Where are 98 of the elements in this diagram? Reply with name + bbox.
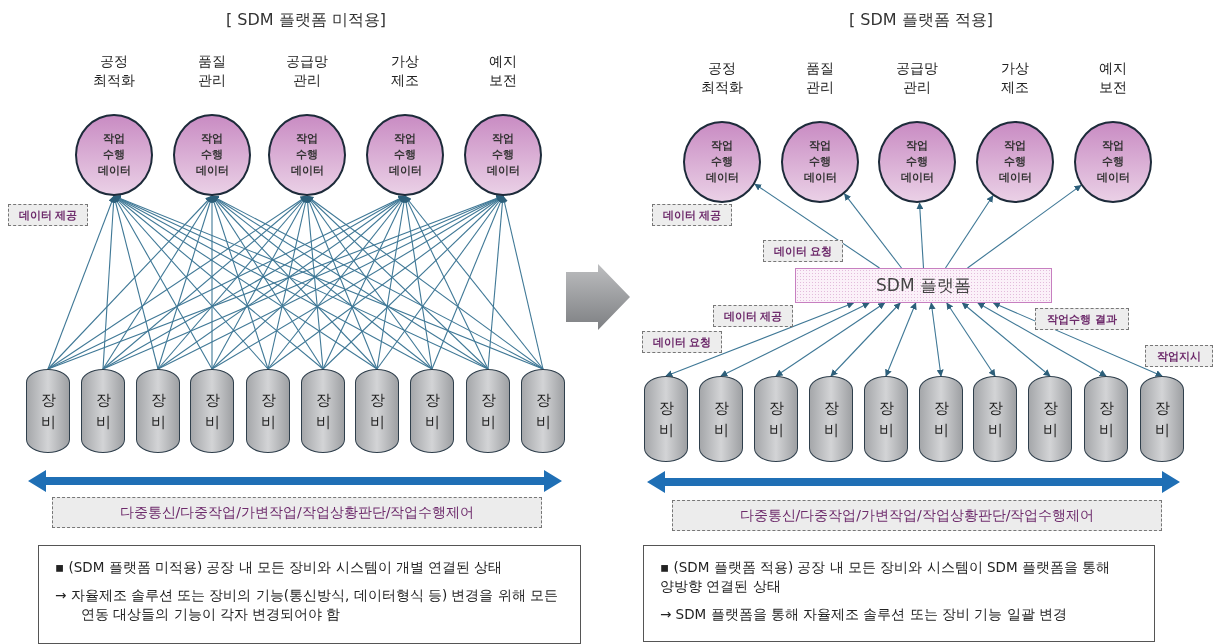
equipment-cylinder: [754, 376, 798, 462]
platform-box: SDM 플랫폼: [795, 268, 1052, 303]
connector-arrow: [720, 302, 870, 377]
equipment-label: 장비: [150, 389, 166, 433]
equipment-cylinder: [246, 369, 290, 453]
category-heading: 공급망 관리: [285, 52, 329, 90]
connector-arrow: [992, 302, 1163, 377]
equipment-cylinder: [973, 376, 1017, 462]
category-heading: 품질 관리: [197, 52, 227, 90]
equipment-cylinder: [864, 376, 908, 462]
equipment-label: 장비: [480, 389, 496, 433]
equipment-cylinder: [1084, 376, 1128, 462]
equipment-label: 장비: [878, 397, 894, 441]
flow-tag: 데이터 제공: [8, 204, 88, 226]
equipment-cylinder: [1140, 376, 1184, 462]
flow-tag: 데이터 요청: [642, 331, 722, 353]
equipment-cylinder: [190, 369, 234, 453]
equipment-cylinder: [136, 369, 180, 453]
connector-arrow: [754, 183, 881, 269]
equipment-cylinder: [410, 369, 454, 453]
equipment-label: 장비: [424, 389, 440, 433]
connector-arrow: [47, 195, 115, 370]
connector-arrow: [916, 202, 925, 269]
circle-label: 작업 수행 데이터: [485, 131, 521, 179]
category-heading: 공정 최적화: [92, 52, 136, 90]
circle-label: 작업 수행 데이터: [802, 138, 838, 186]
equipment-cylinder: [301, 369, 345, 453]
circle-label: 작업 수행 데이터: [387, 131, 423, 179]
equipment-cylinder: [355, 369, 399, 453]
equipment-cylinder: [466, 369, 510, 453]
connector-arrow: [843, 193, 903, 269]
equipment-label: 장비: [658, 397, 674, 441]
equipment-label: 장비: [40, 389, 56, 433]
note-text: → 자율제조 솔루션 또는 장비의 기능(통신방식, 데이터형식 등) 변경을 위해 모든 연동 대상들의 기능이 각자 변경되어야 함: [55, 585, 560, 624]
category-heading: 예지 보전: [488, 52, 518, 90]
equipment-label: 장비: [823, 397, 839, 441]
equipment-label: 장비: [1042, 397, 1058, 441]
connector-arrow: [404, 195, 544, 370]
category-heading: 가상 제조: [390, 52, 420, 90]
category-heading: 품질 관리: [805, 59, 835, 97]
connector-arrow: [830, 302, 901, 377]
equipment-label: 장비: [933, 397, 949, 441]
circle-label: 작업 수행 데이터: [194, 131, 230, 179]
equipment-label: 장비: [1098, 397, 1114, 441]
flow-tag: 작업지시: [1145, 345, 1213, 367]
equipment-cylinder: [699, 376, 743, 462]
note-text: ▪ (SDM 플랫폼 미적용) 공장 내 모든 장비와 시스템이 개별 연결된 상태: [55, 558, 504, 577]
connector-arrow: [885, 302, 917, 377]
equipment-label: 장비: [987, 397, 1003, 441]
note-box: [643, 545, 1155, 642]
equipment-label: 장비: [204, 389, 220, 433]
connector-arrow: [961, 302, 1051, 377]
circle-label: 작업 수행 데이터: [96, 131, 132, 179]
category-heading: 공급망 관리: [895, 59, 939, 97]
connector-arrow: [306, 195, 544, 370]
equipment-label: 장비: [315, 389, 331, 433]
equipment-label: 장비: [713, 397, 729, 441]
flow-tag: 데이터 요청: [763, 240, 843, 262]
equipment-cylinder: [919, 376, 963, 462]
function-box: 다중통신/다중작업/가변작업/작업상황판단/작업수행제어: [672, 500, 1162, 531]
circle-label: 작업 수행 데이터: [899, 138, 935, 186]
category-heading: 공정 최적화: [700, 59, 744, 97]
equipment-cylinder: [521, 369, 565, 453]
equipment-label: 장비: [260, 389, 276, 433]
circle-label: 작업 수행 데이터: [1095, 138, 1131, 186]
connector-arrow: [665, 302, 855, 377]
equipment-label: 장비: [1154, 397, 1170, 441]
category-heading: 예지 보전: [1098, 59, 1128, 97]
equipment-label: 장비: [535, 389, 551, 433]
connector-arrow: [775, 302, 886, 377]
equipment-cylinder: [81, 369, 125, 453]
connector-arrow: [928, 302, 944, 377]
note-text: → SDM 플랫폼을 통해 자율제조 솔루션 또는 장비 기능 일괄 변경: [660, 604, 1068, 624]
equipment-cylinder: [1028, 376, 1072, 462]
connector-arrow: [47, 195, 213, 370]
circle-label: 작업 수행 데이터: [997, 138, 1033, 186]
flow-tag: 데이터 제공: [652, 204, 732, 226]
circle-label: 작업 수행 데이터: [704, 138, 740, 186]
equipment-cylinder: [26, 369, 70, 453]
section-title: [ SDM 플랫폼 미적용]: [225, 10, 387, 31]
equipment-cylinder: [809, 376, 853, 462]
flow-tag: 작업수행 결과: [1035, 308, 1129, 330]
category-heading: 가상 제조: [1000, 59, 1030, 97]
equipment-label: 장비: [95, 389, 111, 433]
note-text: ▪ (SDM 플랫폼 적용) 공장 내 모든 장비와 시스템이 SDM 플랫폼을 통해 양방향 연결된 상태: [660, 558, 1112, 596]
equipment-label: 장비: [768, 397, 784, 441]
function-box: 다중통신/다중작업/가변작업/작업상황판단/작업수행제어: [52, 497, 542, 528]
connector-arrow: [966, 184, 1082, 269]
section-title: [ SDM 플랫폼 적용]: [848, 10, 994, 31]
connector-arrow: [501, 195, 544, 370]
connector-arrow: [944, 195, 994, 269]
connector-arrow: [977, 302, 1107, 377]
flow-tag: 데이터 제공: [713, 305, 793, 327]
circle-label: 작업 수행 데이터: [289, 131, 325, 179]
equipment-cylinder: [644, 376, 688, 462]
connector-arrow: [946, 302, 996, 377]
equipment-label: 장비: [369, 389, 385, 433]
note-box: [38, 545, 581, 644]
